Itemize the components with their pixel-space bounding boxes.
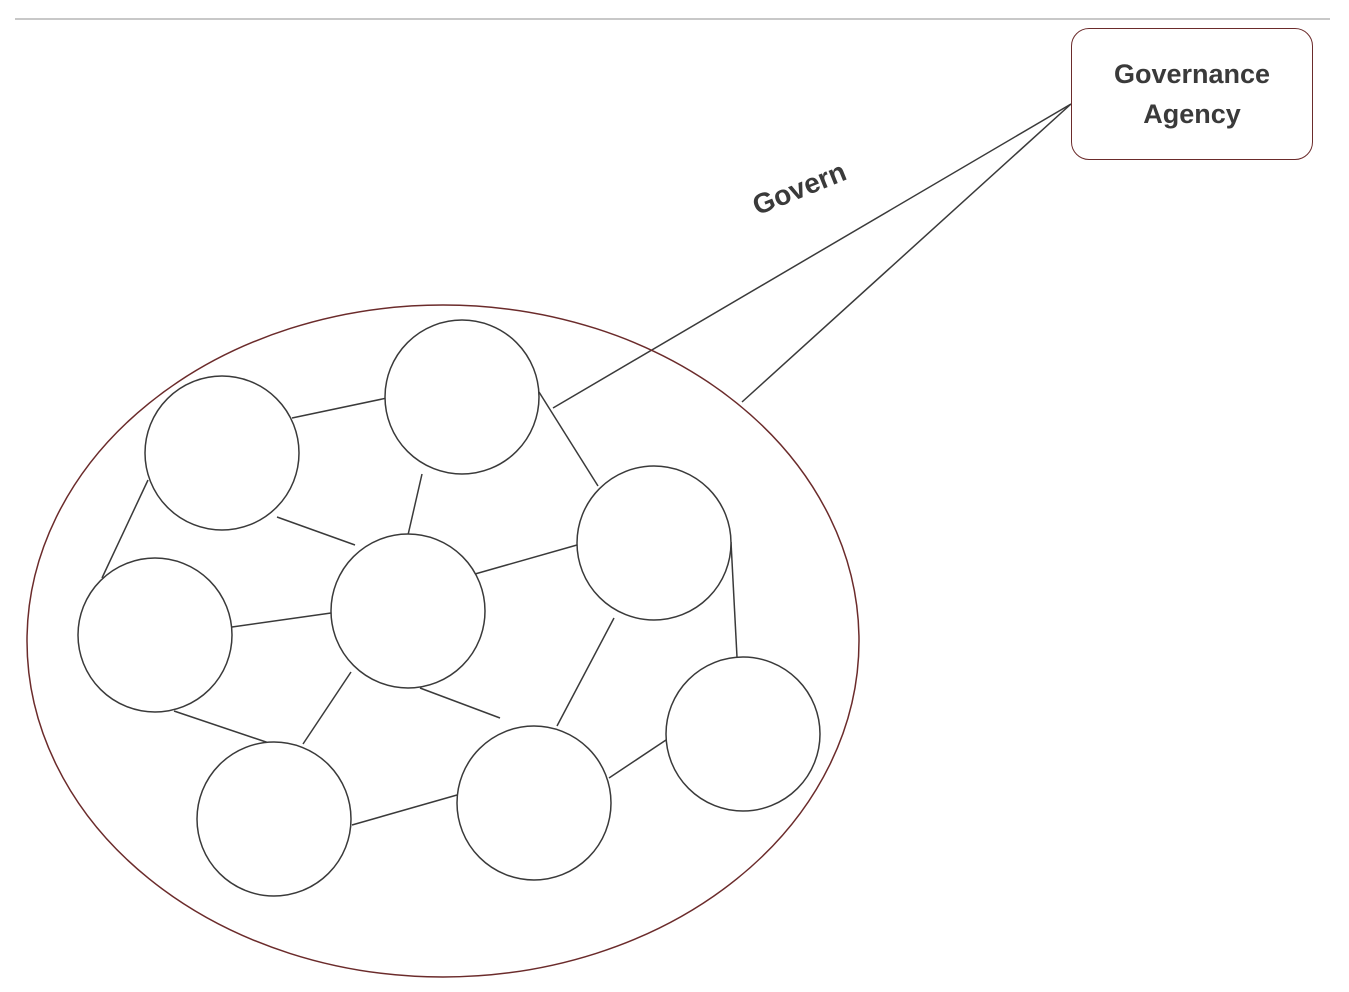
edge-n2-n5 [407, 473, 423, 536]
governance-agency-box: Governance Agency [1071, 28, 1313, 160]
edge-n6-n7 [351, 794, 458, 826]
network-boundary-ellipse [26, 304, 860, 978]
edge-n3-n9 [730, 541, 738, 658]
network-node [384, 319, 540, 475]
network-nodes [77, 319, 821, 897]
agency-label-line2: Agency [1143, 99, 1241, 129]
network-node [144, 375, 300, 531]
edge-n7-n8 [608, 739, 667, 779]
network-node [576, 465, 732, 621]
edge-n1-n5 [276, 516, 356, 546]
edge-n3-n5 [474, 544, 578, 575]
edge-n5-n6 [302, 671, 352, 745]
agency-label-line1: Governance [1113, 59, 1271, 89]
edge-n3-n7 [556, 617, 615, 727]
network-node [456, 725, 612, 881]
edge-n5-n7 [419, 687, 501, 719]
govern-line-lower [741, 103, 1072, 403]
network-node [330, 533, 486, 689]
network-node [196, 741, 352, 897]
node-connections [101, 391, 738, 826]
edge-n4-n6 [173, 710, 273, 745]
network-node [665, 656, 821, 812]
edge-n1-n4 [101, 479, 149, 579]
govern-line-upper [552, 103, 1072, 409]
network-node [77, 557, 233, 713]
edge-n1-n2 [291, 397, 388, 419]
edge-n2-n3 [538, 391, 599, 487]
edge-n4-n5 [231, 612, 332, 628]
